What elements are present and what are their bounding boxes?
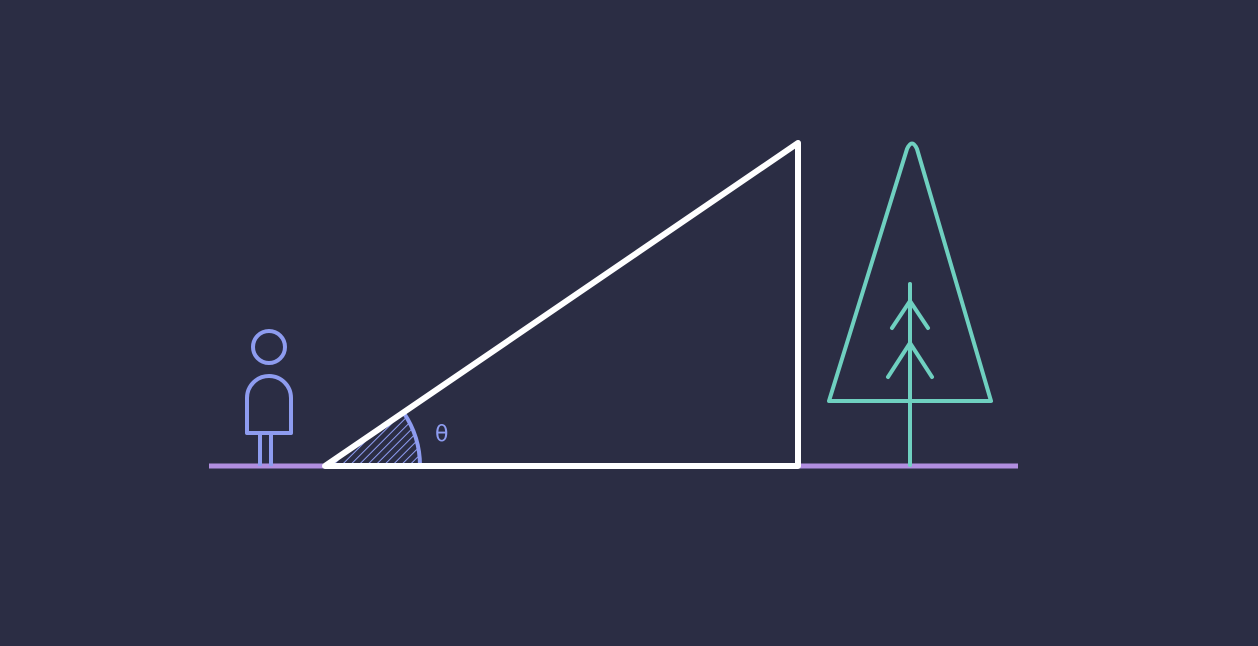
tree-icon: [827, 141, 993, 467]
angle-label: θ: [435, 422, 448, 447]
right-triangle: [322, 140, 801, 469]
person-icon: [245, 329, 293, 466]
